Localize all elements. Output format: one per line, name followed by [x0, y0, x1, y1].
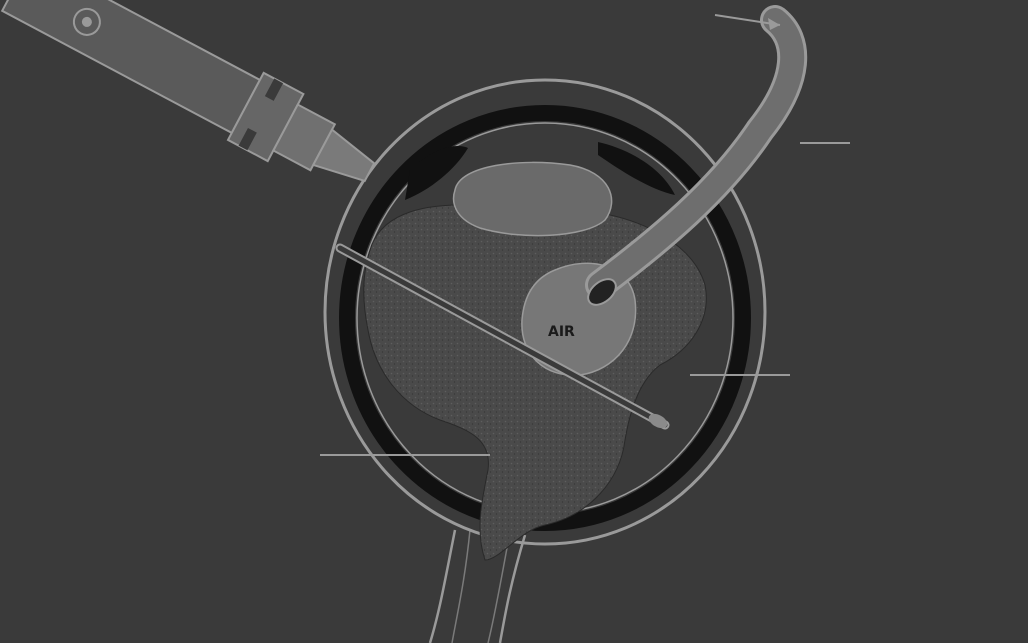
- syringe-body: [0, 0, 387, 206]
- optic-nerve: [430, 530, 525, 643]
- lens: [454, 162, 612, 235]
- air-label: AIR: [548, 324, 575, 340]
